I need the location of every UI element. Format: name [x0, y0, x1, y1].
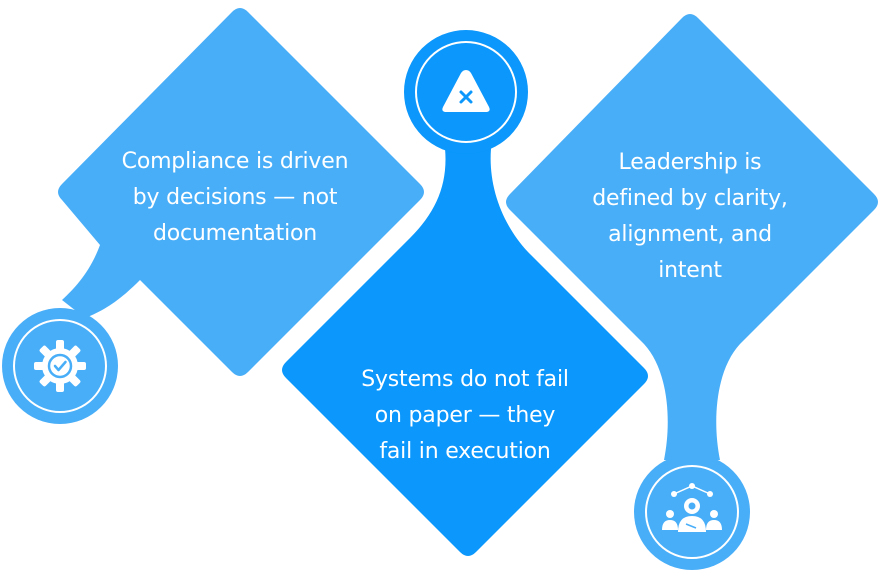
warning-triangle-x-icon [442, 70, 490, 112]
card-leadership-icon-ring [645, 465, 739, 559]
card-compliance-line: by decisions — not [132, 185, 338, 210]
card-systems-line: Systems do not fail [361, 367, 569, 392]
card-systems-line: on paper — they [374, 403, 556, 428]
card-leadership-text: Leadership is defined by clarity, alignm… [550, 145, 830, 289]
card-systems-text: Systems do not fail on paper — they fail… [325, 362, 605, 470]
card-leadership-line: alignment, and [608, 222, 772, 247]
gear-check-icon [34, 340, 86, 392]
card-leadership-line: Leadership is [618, 150, 762, 175]
card-leadership-line: intent [658, 258, 722, 283]
card-systems-icon-ring [415, 41, 517, 143]
card-leadership-line: defined by clarity, [592, 186, 788, 211]
card-compliance-icon-ring [13, 319, 107, 413]
card-compliance-line: documentation [152, 221, 318, 246]
card-compliance-line: Compliance is driven [121, 149, 349, 174]
card-systems-line: fail in execution [379, 439, 551, 464]
card-leadership-diamond [506, 14, 878, 460]
card-compliance-diamond [58, 8, 424, 376]
team-gear-network-icon [662, 483, 722, 532]
card-systems-diamond [282, 140, 648, 556]
card-compliance-text: Compliance is driven by decisions — not … [95, 144, 375, 252]
